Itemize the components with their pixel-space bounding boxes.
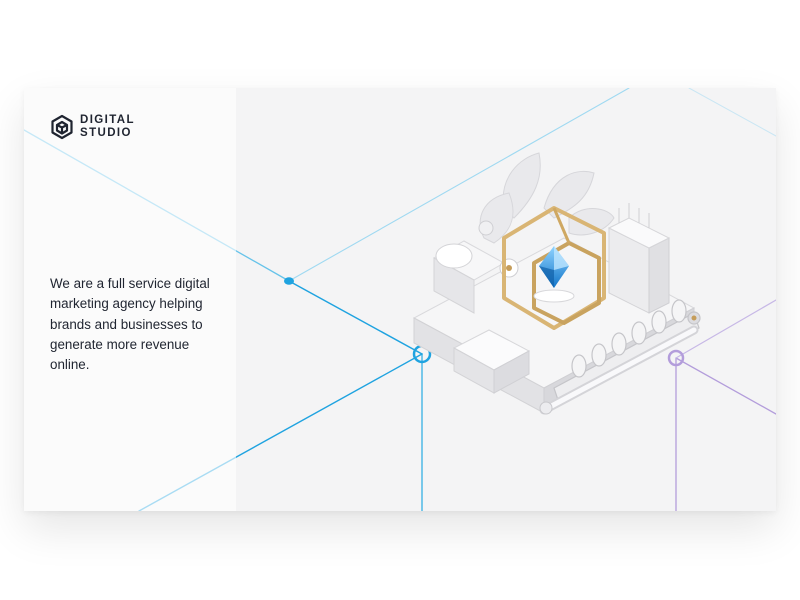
machine-tower	[607, 203, 671, 314]
logo-wordmark: DIGITAL STUDIO	[80, 114, 135, 140]
hexagon-cube-icon	[51, 114, 73, 140]
gold-hexagon-frame	[502, 206, 606, 330]
node-dot	[284, 277, 294, 285]
brand-logo[interactable]: DIGITAL STUDIO	[50, 114, 135, 140]
intro-panel: DIGITAL STUDIO We are a full service dig…	[24, 88, 236, 511]
node-ring-purple	[667, 349, 685, 367]
crystal-gem	[533, 246, 575, 303]
network-lines	[24, 88, 776, 511]
hero-tagline: We are a full service digital marketing …	[50, 276, 210, 373]
logo-line-1: DIGITAL	[80, 114, 135, 126]
hero-card: DIGITAL STUDIO We are a full service dig…	[24, 88, 776, 511]
isometric-machine-illustration	[412, 152, 701, 415]
plant-leaves	[479, 152, 615, 244]
glass-tube	[539, 325, 699, 415]
machine-blocks	[432, 220, 531, 394]
logo-line-2: STUDIO	[80, 127, 132, 139]
